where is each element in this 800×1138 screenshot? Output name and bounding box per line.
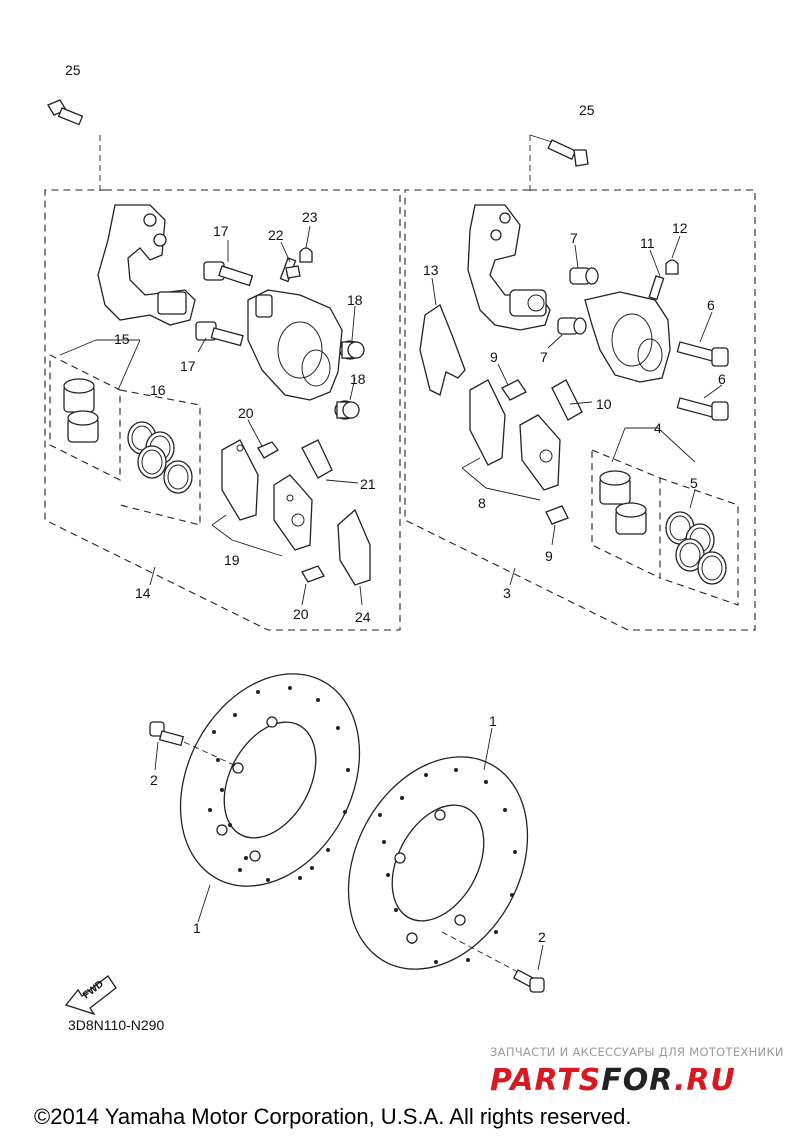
pad-clip-9-bottom bbox=[545, 505, 569, 525]
callout-8: 8 bbox=[478, 495, 486, 511]
callout-20-bottom: 20 bbox=[293, 606, 309, 622]
brake-disc-right bbox=[347, 756, 529, 970]
piston-4 bbox=[599, 470, 647, 535]
bolt-6-top bbox=[676, 341, 729, 367]
forward-arrow-icon: FWD bbox=[64, 975, 117, 1016]
brake-pad-24 bbox=[337, 508, 371, 586]
watermark-brand-a: PARTS bbox=[490, 1063, 601, 1098]
callout-12: 12 bbox=[672, 220, 688, 236]
copyright-notice: ©2014 Yamaha Motor Corporation, U.S.A. A… bbox=[34, 1104, 631, 1129]
callout-21: 21 bbox=[360, 476, 376, 492]
callout-18-top: 18 bbox=[347, 292, 363, 308]
pad-clip-20-bottom bbox=[301, 565, 325, 583]
right-group-border bbox=[404, 189, 756, 631]
bolt-2-left bbox=[149, 721, 237, 767]
bolt-6-bottom bbox=[676, 397, 729, 421]
callout-5: 5 bbox=[690, 475, 698, 491]
pad-support-13 bbox=[419, 304, 466, 396]
callout-1-right: 1 bbox=[489, 713, 497, 729]
callout-24: 24 bbox=[355, 609, 371, 625]
right-seal-box bbox=[659, 477, 739, 606]
bolt-25-right bbox=[529, 134, 589, 195]
piston-15 bbox=[63, 378, 99, 443]
left-leader-lines bbox=[59, 225, 363, 606]
callout-2-right: 2 bbox=[538, 929, 546, 945]
callout-4: 4 bbox=[654, 420, 662, 436]
diagram-code: 3D8N110-N290 bbox=[68, 1017, 164, 1033]
callout-11: 11 bbox=[640, 235, 655, 251]
callout-9-bottom: 9 bbox=[545, 548, 553, 564]
watermark: ЗАПЧАСТИ И АКСЕССУАРЫ ДЛЯ МОТОТЕХНИКИ PA… bbox=[490, 1045, 784, 1098]
left-group-border bbox=[44, 189, 401, 631]
callout-16: 16 bbox=[150, 382, 166, 398]
callout-14: 14 bbox=[135, 585, 151, 601]
callout-23: 23 bbox=[302, 209, 318, 225]
callout-7-bottom: 7 bbox=[540, 349, 548, 365]
brake-pad-8 bbox=[469, 379, 561, 491]
pad-spring-21 bbox=[301, 439, 333, 479]
brake-disc-left bbox=[179, 673, 361, 887]
right-leader-lines bbox=[431, 235, 723, 586]
bleed-cap-12 bbox=[665, 259, 679, 275]
callout-10: 10 bbox=[596, 396, 612, 412]
seal-kit-5 bbox=[665, 511, 727, 585]
callout-2-left: 2 bbox=[150, 772, 158, 788]
pad-clip-20-top bbox=[257, 441, 279, 459]
callout-20-top: 20 bbox=[238, 405, 254, 421]
brake-pad-19 bbox=[221, 439, 313, 551]
seal-kit-16 bbox=[127, 421, 193, 494]
bleed-cap-23 bbox=[299, 247, 313, 263]
bolt-2-right bbox=[441, 931, 545, 993]
callout-22: 22 bbox=[268, 227, 284, 243]
boot-7-bottom bbox=[557, 317, 587, 335]
watermark-logo: PARTSFOR.RU bbox=[490, 1063, 736, 1098]
bleed-screw-11 bbox=[648, 275, 665, 301]
callout-17-bottom: 17 bbox=[180, 358, 196, 374]
bleed-screw-22 bbox=[279, 257, 301, 283]
callout-3: 3 bbox=[503, 585, 511, 601]
watermark-brand-b: FOR bbox=[601, 1063, 674, 1098]
callout-7-top: 7 bbox=[570, 230, 578, 246]
left-seal-box bbox=[49, 354, 121, 481]
boot-7-top bbox=[569, 267, 599, 285]
caliper-body-left bbox=[247, 289, 343, 401]
callout-1-left: 1 bbox=[193, 920, 201, 936]
callout-13: 13 bbox=[423, 262, 439, 278]
boot-18-top bbox=[339, 340, 365, 360]
disc-leader-lines bbox=[154, 727, 544, 971]
callout-25-left: 25 bbox=[65, 62, 81, 78]
pad-clip-9-top bbox=[501, 379, 527, 401]
callout-19: 19 bbox=[224, 552, 240, 568]
pad-spring-10 bbox=[551, 379, 583, 421]
callout-25-right: 25 bbox=[579, 102, 595, 118]
left-piston-box bbox=[119, 389, 201, 526]
pin-17-top bbox=[203, 261, 254, 287]
pin-17-bottom bbox=[195, 321, 244, 347]
watermark-brand-c: .RU bbox=[674, 1063, 736, 1098]
callout-6-top: 6 bbox=[707, 297, 715, 313]
watermark-tagline: ЗАПЧАСТИ И АКСЕССУАРЫ ДЛЯ МОТОТЕХНИКИ bbox=[490, 1045, 784, 1059]
callout-18-bottom: 18 bbox=[350, 371, 366, 387]
callout-15: 15 bbox=[114, 331, 130, 347]
bolt-25-left bbox=[47, 99, 101, 195]
callout-17-top: 17 bbox=[213, 223, 229, 239]
caliper-body-right bbox=[584, 291, 671, 383]
boot-18-bottom bbox=[334, 400, 360, 420]
callout-6-bottom: 6 bbox=[718, 371, 726, 387]
callout-9-top: 9 bbox=[490, 349, 498, 365]
callouts: 25 25 17 17 22 23 18 18 15 16 20 21 19 2… bbox=[65, 62, 726, 945]
